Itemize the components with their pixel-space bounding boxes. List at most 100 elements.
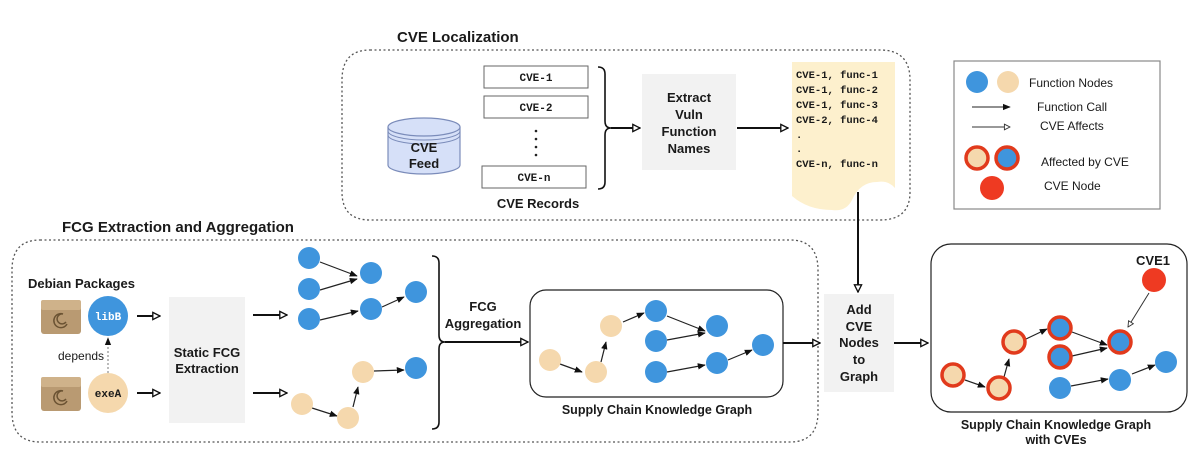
vuln-function-list-document [792, 62, 895, 211]
vuln-list-line: CVE-1, func-3 [796, 100, 878, 112]
extract-step-label: Vuln [675, 107, 703, 122]
package-node-exeA [88, 373, 128, 413]
function-node [645, 361, 667, 383]
supply-chain-kg-label: Supply Chain Knowledge Graph [562, 403, 752, 417]
function-call-edge [1070, 377, 1109, 387]
affected-function-node [1107, 329, 1133, 355]
depends-label: depends [58, 349, 104, 363]
function-call-edge [373, 367, 405, 374]
legend-label: Function Call [1037, 100, 1107, 114]
affected-function-node [940, 362, 966, 388]
vuln-list-line: . [796, 130, 802, 142]
function-node [298, 278, 320, 300]
function-call-edge [666, 331, 706, 341]
cve1-label: CVE1 [1136, 253, 1170, 268]
legend-affected-blue-node-icon [994, 145, 1020, 171]
add-cve-step-label: Graph [840, 369, 878, 384]
debian-package-icon [41, 377, 81, 411]
section-title-fcg-extraction: FCG Extraction and Aggregation [62, 219, 294, 236]
add-cve-step-label: to [853, 352, 865, 367]
legend-tan-function-node-icon [997, 71, 1019, 93]
function-call-edge [319, 261, 358, 277]
function-node [585, 361, 607, 383]
function-node [539, 349, 561, 371]
vuln-list-line: CVE-n, func-n [796, 159, 878, 171]
affected-function-node [1047, 344, 1073, 370]
fcg-exeA [291, 357, 427, 429]
function-call-edge [666, 315, 706, 332]
function-node [352, 361, 374, 383]
add-cve-nodes-step [824, 294, 894, 392]
cve-record-label: CVE-n [517, 173, 550, 185]
aggregation-label: Aggregation [445, 316, 522, 331]
extract-step-label: Names [668, 141, 711, 156]
function-call-edge [666, 363, 706, 373]
function-node [706, 352, 728, 374]
cve-record-box [481, 165, 587, 189]
function-node [600, 315, 622, 337]
function-node [405, 357, 427, 379]
vuln-list-line: CVE-1, func-2 [796, 85, 878, 97]
function-node [645, 330, 667, 352]
function-node [360, 262, 382, 284]
fcg-extraction-region [11, 239, 819, 443]
function-call-edge [964, 379, 986, 388]
function-call-edge [319, 277, 358, 291]
vuln-list-line: CVE-2, func-4 [796, 115, 878, 127]
supply-chain-kg-cve-label-2: with CVEs [1024, 433, 1086, 447]
aggregation-brace [431, 255, 446, 430]
package-label-libB: libB [95, 312, 122, 324]
function-node [706, 315, 728, 337]
fcg-libB [298, 247, 427, 330]
function-call-edge [1131, 364, 1156, 375]
cve-node [1142, 268, 1166, 292]
legend-blue-function-node-icon [966, 71, 988, 93]
add-cve-step-label: Nodes [839, 335, 879, 350]
legend-label: CVE Affects [1040, 119, 1104, 133]
cve-records-label: CVE Records [497, 196, 579, 211]
function-node [752, 334, 774, 356]
function-call-edge [319, 309, 359, 321]
function-node [360, 298, 382, 320]
function-node [298, 247, 320, 269]
legend-label: Affected by CVE [1041, 155, 1129, 169]
section-title-cve-localization: CVE Localization [397, 29, 519, 46]
function-node [337, 407, 359, 429]
add-cve-step-label: Add [846, 302, 871, 317]
cve-feed-database-icon [387, 117, 461, 175]
extract-step-label: Extract [667, 90, 712, 105]
function-node [298, 308, 320, 330]
cve-record-label: CVE-2 [519, 103, 552, 115]
static-fcg-extraction-step [169, 297, 245, 423]
function-call-edge [1003, 358, 1011, 378]
add-cve-step-label: CVE [846, 319, 873, 334]
function-call-edge [1071, 331, 1108, 346]
vuln-list-line: . [796, 144, 802, 156]
supply-chain-kg-cve-graph [940, 268, 1177, 401]
cve-affects-edge [1128, 292, 1150, 327]
function-call-edge [381, 296, 405, 308]
function-node [645, 300, 667, 322]
vuln-list-line: CVE-1, func-1 [796, 70, 878, 82]
legend-label: CVE Node [1044, 179, 1101, 193]
function-call-edge [727, 349, 753, 361]
function-node [1109, 369, 1131, 391]
package-node-libB [88, 296, 128, 336]
extract-vuln-function-names-step [642, 74, 736, 170]
static-step-label: Extraction [175, 361, 239, 376]
function-node [405, 281, 427, 303]
cve-record-box [483, 95, 589, 119]
function-call-edge [311, 407, 338, 417]
function-call-edge [1025, 328, 1048, 340]
debian-package-icon [41, 300, 81, 334]
cve-record-label: CVE-1 [519, 73, 552, 85]
aggregation-label: FCG [469, 299, 496, 314]
function-node [1049, 377, 1071, 399]
cve-feed-label-1: CVE [411, 140, 438, 155]
affected-function-node [1001, 329, 1027, 355]
function-node [291, 393, 313, 415]
cve-record-box [483, 65, 589, 89]
cve-localization-region [341, 49, 911, 221]
extract-step-label: Function [662, 124, 717, 139]
